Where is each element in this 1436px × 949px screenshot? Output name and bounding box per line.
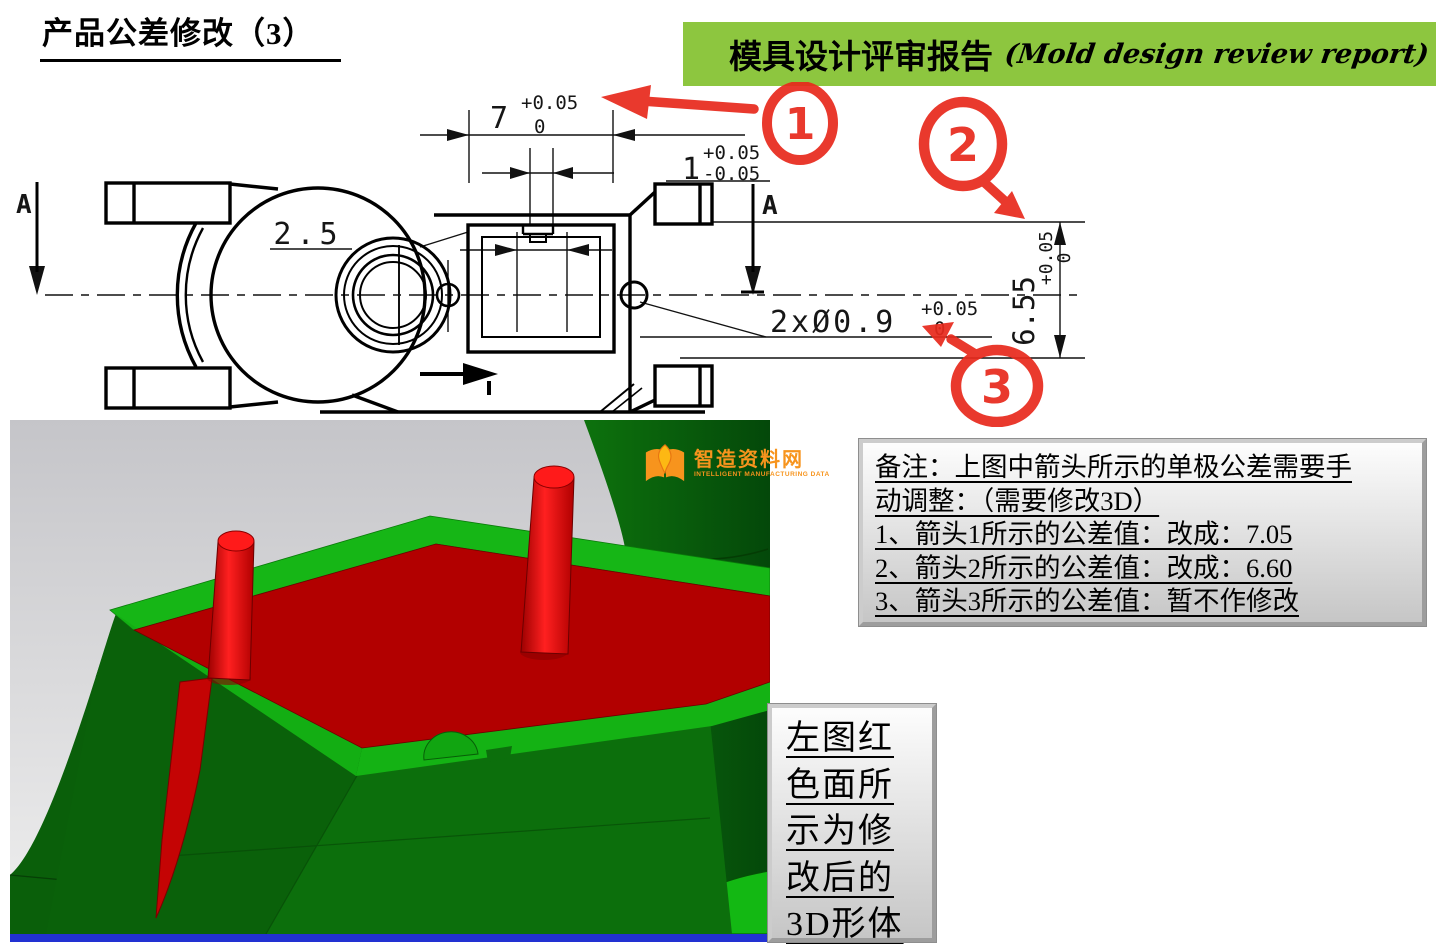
dim-holes-value: 2xØ0.9 xyxy=(770,305,896,340)
marker-2-arrow xyxy=(980,178,1012,208)
dim-width-tol-upper: +0.05 xyxy=(521,92,578,114)
side-caption-line: 色面所 xyxy=(786,766,894,804)
section-label-left: A xyxy=(16,190,32,220)
cad-3d-viewport xyxy=(10,420,770,934)
dim-step-value: 1 xyxy=(682,152,700,187)
side-caption-box: 左图红 色面所 示为修 改后的 3D形体 xyxy=(767,703,937,943)
view-direction-arrow xyxy=(463,363,498,385)
part-front-left-face xyxy=(46,608,358,934)
page-title: 产品公差修改（3） xyxy=(40,8,341,62)
marker-2-digit: 2 xyxy=(947,118,979,172)
watermark-logo-icon xyxy=(645,444,685,482)
watermark-name: 智造资料网 xyxy=(694,448,804,471)
tolerance-drawing: A A 7 +0.05 0 1 +0.05 -0.05 2.5 2xØ0.9 +… xyxy=(16,82,1085,427)
report-banner: 模具设计评审报告 (Mold design review report) xyxy=(683,22,1436,86)
rim-left xyxy=(110,610,362,776)
marker-3-circle xyxy=(950,344,1044,427)
marker-3-digit: 3 xyxy=(981,360,1013,414)
modified-red-blade xyxy=(155,677,213,919)
red-annotations: 1 2 3 xyxy=(601,82,1044,427)
side-caption-line: 左图红 xyxy=(786,720,894,757)
rim-boss xyxy=(423,731,479,761)
rim-notch xyxy=(486,746,512,762)
dim-width-value: 7 xyxy=(490,101,508,136)
watermark-subtitle: INTELLIGENT MANUFACTURING DATA xyxy=(694,470,830,478)
note-line: 备注：上图中箭头所示的单极公差需要手 xyxy=(875,452,1352,482)
dim-height-tol-upper: +0.05 xyxy=(1036,231,1057,285)
red-pin-right-cap xyxy=(533,465,575,489)
dim-step-tol-upper: +0.05 xyxy=(703,142,760,164)
note-line: 3、箭头3所示的公差值：暂不作修改 xyxy=(875,586,1299,616)
watermark: 智造资料网 INTELLIGENT MANUFACTURING DATA xyxy=(642,441,830,485)
note-line: 1、箭头1所示的公差值：改成：7.05 xyxy=(875,519,1293,549)
front-facet-seam xyxy=(169,773,711,934)
dim-step-tol-lower: -0.05 xyxy=(703,163,760,185)
dimension-texts: 7 +0.05 0 1 +0.05 -0.05 2.5 2xØ0.9 +0.05… xyxy=(273,92,1075,346)
marker-2-circle xyxy=(918,96,1008,192)
banner-title-en: (Mold design review report) xyxy=(1002,38,1431,70)
side-caption-line: 3D形体 xyxy=(786,906,904,943)
section-markers: A A xyxy=(16,182,778,395)
part-front-right-face xyxy=(266,720,732,934)
dim-height-tol-lower: 0 xyxy=(1054,253,1075,264)
dim-depth-value: 2.5 xyxy=(273,217,342,252)
section-label-right: A xyxy=(762,191,778,221)
viewport-bottom-bar xyxy=(10,934,770,942)
marker-3-arrow xyxy=(946,334,982,360)
dim-height-value: 6.55 xyxy=(1007,276,1041,346)
note-box: 备注：上图中箭头所示的单极公差需要手 动调整：（需要修改3D） 1、箭头1所示的… xyxy=(858,438,1427,627)
note-line: 动调整：（需要修改3D） xyxy=(875,485,1160,516)
side-caption-line: 示为修 xyxy=(786,813,894,850)
side-caption-line: 改后的 xyxy=(786,859,894,897)
marker-1-circle xyxy=(762,82,838,165)
marker-1-digit: 1 xyxy=(785,99,816,150)
modified-red-face xyxy=(132,543,770,749)
dimension-lines xyxy=(270,110,1085,359)
dim-holes-tol-upper: +0.05 xyxy=(921,298,978,320)
note-line: 2、箭头2所示的公差值：改成：6.60 xyxy=(875,552,1293,583)
marker-1-arrow xyxy=(637,96,759,114)
dim-width-tol-lower: 0 xyxy=(534,116,545,138)
red-pin-left-cap xyxy=(217,530,255,552)
dimension-arrowheads xyxy=(29,129,1066,358)
banner-title-cn: 模具设计评审报告 xyxy=(729,38,993,75)
part-outline xyxy=(104,181,714,414)
